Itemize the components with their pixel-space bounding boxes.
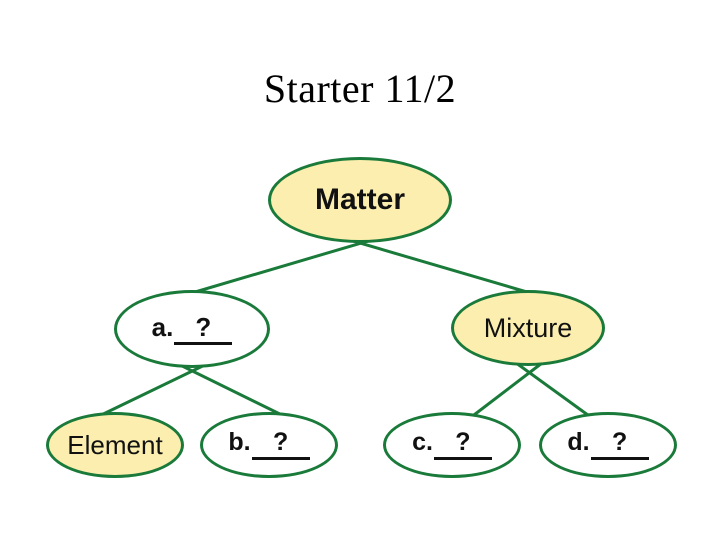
edge-a-to-element xyxy=(93,359,215,420)
blank-answer-d[interactable]: ? xyxy=(590,430,649,460)
node-mixture[interactable]: Mixture xyxy=(451,290,605,366)
node-label-c: c.? xyxy=(412,430,492,460)
node-d[interactable]: d.? xyxy=(539,412,677,478)
node-prefix-d: d. xyxy=(567,428,590,456)
edge-mixture-to-d xyxy=(510,358,594,420)
node-label-b: b.? xyxy=(228,428,310,460)
edge-matter-to-a xyxy=(166,234,387,302)
blank-answer-b[interactable]: ? xyxy=(251,430,310,460)
node-label-d: d.? xyxy=(567,428,649,460)
node-b[interactable]: b.? xyxy=(200,412,338,478)
node-prefix-c: c. xyxy=(412,428,433,456)
node-label-element: Element xyxy=(67,430,163,460)
node-label-a: a.? xyxy=(152,314,233,345)
node-label-mixture: Mixture xyxy=(483,312,573,343)
node-prefix-a: a. xyxy=(151,311,174,342)
node-element[interactable]: Element xyxy=(46,412,184,478)
edge-mixture-to-c xyxy=(468,358,548,420)
node-matter[interactable]: Matter xyxy=(268,157,452,243)
edge-a-to-b xyxy=(170,359,290,420)
edge-matter-to-mixture xyxy=(334,234,553,301)
blank-answer-c[interactable]: ? xyxy=(433,430,492,460)
node-a[interactable]: a.? xyxy=(114,290,270,368)
blank-answer-a[interactable]: ? xyxy=(174,314,233,345)
node-prefix-b: b. xyxy=(228,428,251,456)
node-label-matter: Matter xyxy=(314,183,405,216)
node-c[interactable]: c.? xyxy=(383,412,521,478)
page-title: Starter 11/2 xyxy=(263,66,457,111)
